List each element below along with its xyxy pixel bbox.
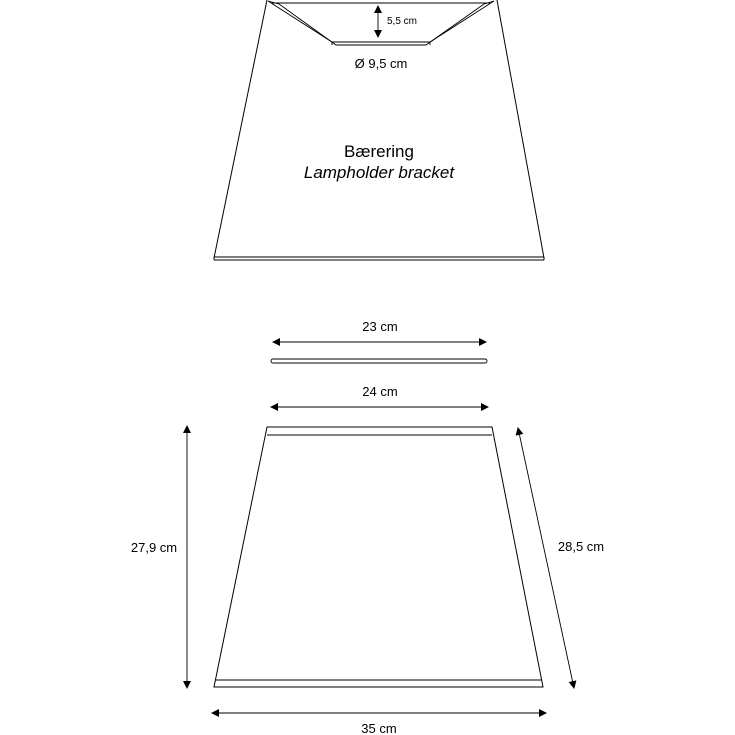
lampholder-bracket	[267, 0, 495, 46]
height-label: 27,9 cm	[131, 540, 177, 555]
slant-height-label: 28,5 cm	[558, 539, 604, 554]
bracket-diameter-label: Ø 9,5 cm	[355, 56, 408, 71]
bracket-depth-label: 5,5 cm	[387, 16, 417, 27]
shade-side-view: 24 cm 27,9 cm 28,5 cm 35 cm	[131, 384, 604, 735]
ring-width-label: 23 cm	[362, 319, 397, 334]
slant-height-arrow	[515, 427, 577, 689]
shade-outline	[213, 426, 544, 688]
part-subtitle: Lampholder bracket	[304, 163, 456, 182]
bottom-width-label: 35 cm	[361, 721, 396, 735]
top-shade-left-edge	[213, 0, 268, 259]
top-width-label: 24 cm	[362, 384, 397, 399]
part-title: Bærering	[344, 142, 414, 161]
top-shade-right-edge	[496, 0, 545, 259]
top-view-shade: 5,5 cm Ø 9,5 cm Bærering Lampholder brac…	[213, 0, 545, 261]
ring-bar	[270, 358, 488, 364]
ring-component: 23 cm	[270, 319, 488, 364]
